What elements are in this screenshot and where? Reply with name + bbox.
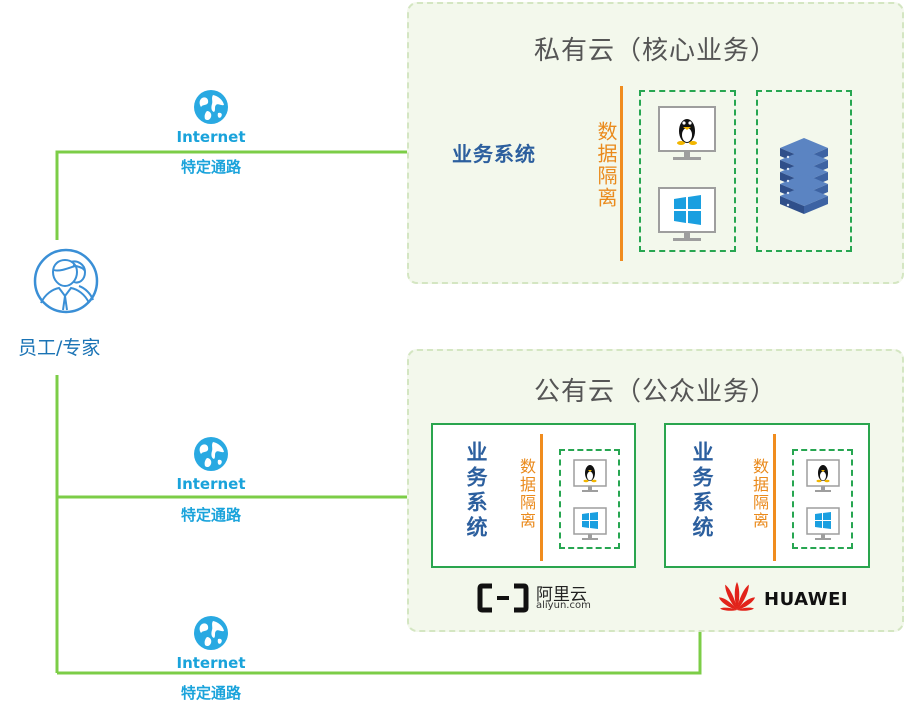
server-stack-icon <box>780 138 828 214</box>
private-os-box <box>639 90 736 252</box>
aliyun-logo-name: 阿里云 <box>536 585 587 605</box>
internet-label-1: Internet <box>176 128 246 146</box>
linux-monitor-icon <box>658 106 716 160</box>
user-label: 员工/专家 <box>18 337 101 359</box>
huawei-business-system-label: 业务系统 <box>690 441 714 541</box>
huawei-logo-icon <box>718 582 756 611</box>
aliyun-system-box <box>431 423 636 568</box>
private-cloud-title: 私有云（核心业务） <box>533 36 777 66</box>
huawei-os-box <box>792 449 853 549</box>
internet-label-3: Internet <box>176 654 246 672</box>
linux-monitor-icon <box>806 459 840 492</box>
private-isolation-line <box>620 86 623 261</box>
private-isolation-label: 数据隔离 <box>594 121 618 209</box>
aliyun-logo-icon <box>477 583 529 613</box>
private-cloud-panel: 私有云（核心业务） <box>407 2 904 284</box>
globe-icon <box>194 90 228 124</box>
huawei-isolation-label: 数据隔离 <box>750 458 769 530</box>
globe-icon <box>194 616 228 650</box>
huawei-system-box <box>664 423 870 568</box>
route-label-3: 特定通路 <box>180 684 241 702</box>
windows-monitor-icon <box>806 507 840 540</box>
huawei-isolation-line <box>773 434 776 561</box>
aliyun-business-system-label: 业务系统 <box>464 441 488 541</box>
internet-label-2: Internet <box>176 475 246 493</box>
route-label-2: 特定通路 <box>180 506 241 524</box>
user-group-icon <box>33 248 99 314</box>
route-label-1: 特定通路 <box>180 158 241 176</box>
private-server-box <box>756 90 852 252</box>
aliyun-os-box <box>559 449 620 549</box>
private-business-system-label: 业务系统 <box>452 142 536 166</box>
connector-to-private-cloud <box>55 150 440 240</box>
huawei-logo-name: HUAWEI <box>764 589 849 610</box>
aliyun-isolation-line <box>540 434 543 561</box>
aliyun-logo-domain: aliyun.com <box>536 600 591 611</box>
public-cloud-title: 公有云（公众业务） <box>533 377 777 407</box>
globe-icon <box>194 437 228 471</box>
aliyun-isolation-label: 数据隔离 <box>517 458 536 530</box>
windows-monitor-icon <box>658 187 716 241</box>
linux-monitor-icon <box>573 459 607 492</box>
windows-monitor-icon <box>573 507 607 540</box>
